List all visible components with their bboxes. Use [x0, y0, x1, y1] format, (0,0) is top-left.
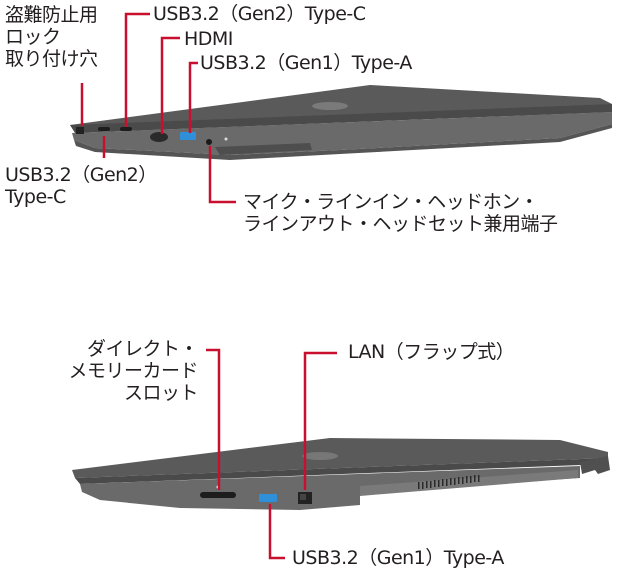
usba-port: [259, 494, 277, 502]
label-line: USB3.2（Gen2）: [5, 164, 157, 186]
card-slot: [200, 492, 236, 498]
label-line: マイク・ラインイン・ヘッドホン・: [243, 191, 539, 213]
label-line: ラインアウト・ヘッドセット兼用端子: [243, 213, 558, 235]
security-lock-slot: [76, 127, 84, 134]
laptop-left-side-view: [70, 85, 612, 160]
laptop-right-side-view: [72, 438, 610, 510]
label-usba-gen1-top: USB3.2（Gen1）Type-A: [200, 52, 412, 74]
leader-lines: [80, 12, 337, 560]
label-line: メモリーカード: [68, 360, 198, 382]
hdmi-port: [150, 132, 168, 142]
label-security-lock: 盗難防止用 ロック 取り付け穴: [5, 4, 98, 70]
label-usbc-gen2-bottom: USB3.2（Gen2） Type-C: [5, 164, 157, 208]
label-card-slot: ダイレクト・ メモリーカード スロット: [68, 338, 198, 404]
label-hdmi: HDMI: [184, 28, 233, 50]
label-line: ダイレクト・: [86, 338, 199, 360]
label-line: 取り付け穴: [5, 48, 98, 70]
label-usba-gen1-bottom: USB3.2（Gen1）Type-A: [292, 547, 504, 569]
label-lan: LAN（フラップ式）: [348, 341, 515, 363]
usbc-port-2: [120, 127, 132, 131]
label-audio-jack: マイク・ラインイン・ヘッドホン・ ラインアウト・ヘッドセット兼用端子: [243, 191, 558, 235]
label-line: 盗難防止用: [5, 4, 98, 26]
label-line: Type-C: [5, 186, 66, 208]
label-line: スロット: [123, 382, 199, 404]
label-line: ロック: [5, 26, 61, 48]
usba-port: [180, 132, 196, 140]
label-usbc-gen2-top: USB3.2（Gen2）Type-C: [153, 3, 366, 25]
audio-jack: [206, 139, 212, 145]
usbc-port-1: [98, 127, 110, 131]
